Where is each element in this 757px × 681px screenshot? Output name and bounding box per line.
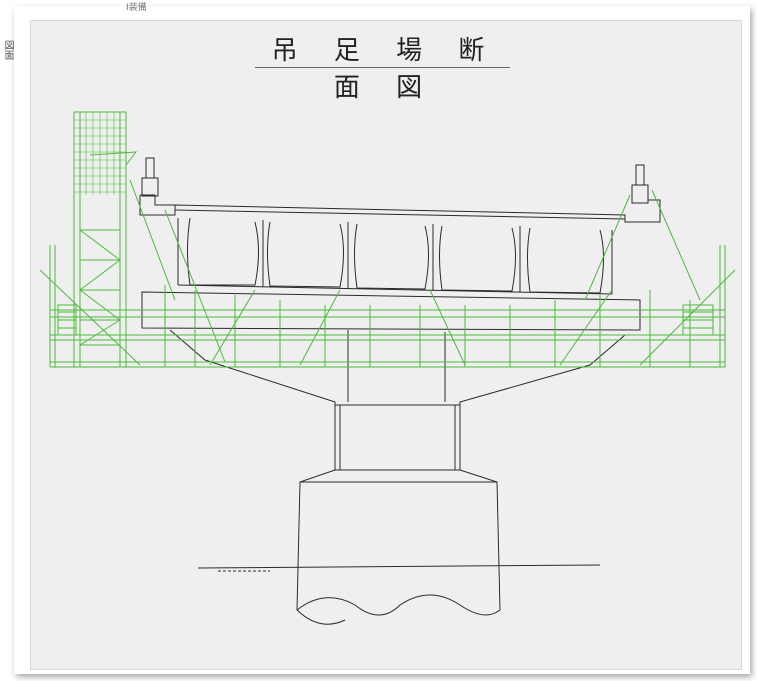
deck-slab xyxy=(139,194,661,223)
left-railing xyxy=(141,157,159,197)
right-end-frame xyxy=(682,304,714,336)
header-stamp: I装備 xyxy=(126,3,147,13)
ground-line xyxy=(197,564,601,572)
pier-column xyxy=(334,405,461,471)
bridge-structure xyxy=(139,157,661,625)
drawing-title: 吊 足 場 断 面 図 xyxy=(271,36,499,103)
right-railing xyxy=(631,164,649,204)
tower-mesh xyxy=(74,112,126,195)
scaffold-platform xyxy=(49,245,726,368)
left-stair-tower xyxy=(73,111,138,368)
hanger-posts xyxy=(164,285,691,367)
left-end-frame xyxy=(57,304,77,336)
edge-mark: 図面 xyxy=(2,40,13,60)
pier-cap xyxy=(141,291,641,406)
footing xyxy=(296,469,501,625)
hanging-scaffold xyxy=(39,111,736,368)
box-girders xyxy=(177,217,613,295)
drawing-sheet xyxy=(30,20,742,670)
diagonal-braces xyxy=(39,179,736,366)
title-underline xyxy=(255,67,510,68)
